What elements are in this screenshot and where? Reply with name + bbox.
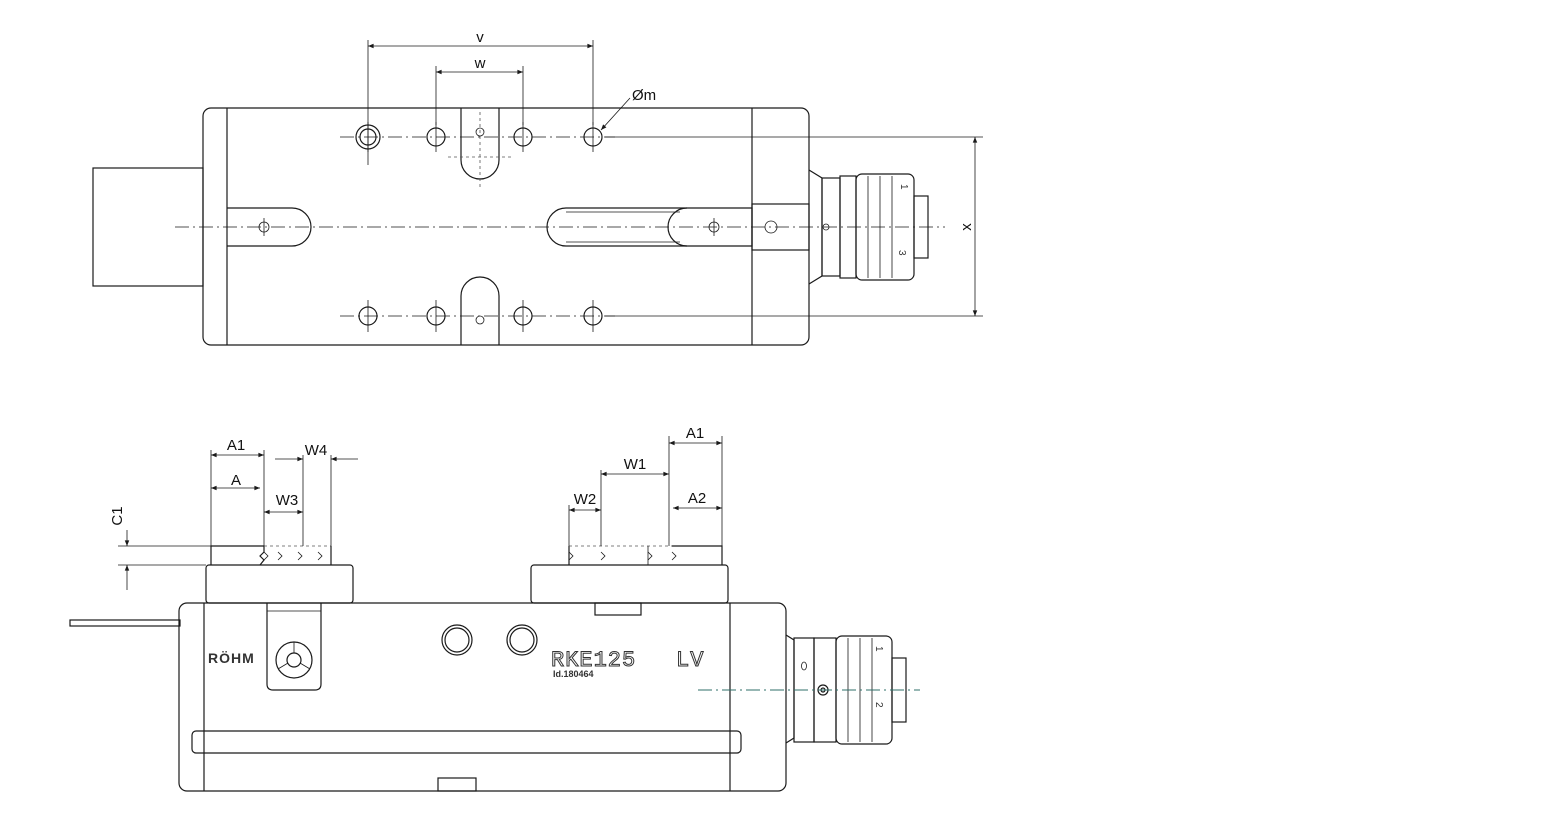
bottom-slot	[460, 276, 500, 345]
top-body	[202, 107, 810, 346]
dimension-w4: W4	[275, 442, 358, 546]
dimension-w2: W2	[568, 491, 601, 546]
dimension-x: x	[605, 136, 983, 317]
dimension-w3: W3	[263, 492, 304, 515]
dim-label-a2: A2	[688, 490, 706, 507]
left-jaw-base	[205, 564, 354, 604]
left-slot	[227, 207, 312, 247]
brand-logo-text: RÖHM	[208, 650, 255, 666]
dimension-a: A	[211, 472, 260, 491]
left-jaw	[210, 545, 332, 566]
dim-label-w3: W3	[276, 492, 299, 509]
side-groove	[191, 730, 742, 754]
dim-label-w1: W1	[624, 456, 647, 473]
side-view: RÖHM RKE125 LV Id.180464 A1	[69, 425, 920, 792]
model-suffix: LV	[676, 648, 704, 673]
dimension-w1: W1	[600, 456, 669, 546]
dimension-a1-left: A1	[210, 437, 265, 546]
model-name: RKE125	[551, 648, 636, 673]
scale-number: 1	[898, 184, 909, 190]
scale-number: 1	[873, 646, 884, 652]
dim-label-a1-right: A1	[686, 425, 704, 442]
scale-number: 3	[896, 250, 907, 256]
dim-label-c1: C1	[109, 506, 126, 525]
dim-label-w4: W4	[305, 442, 328, 459]
body-button-1	[441, 624, 473, 656]
crank-top: 1 3	[808, 169, 929, 285]
id-label: Id.180464	[553, 669, 594, 679]
dimension-c1: C1	[109, 506, 211, 590]
body-button-2	[506, 624, 538, 656]
side-body	[178, 602, 787, 792]
dimension-a2: A2	[673, 490, 722, 511]
top-holes-row	[340, 122, 615, 152]
dimension-a1-right: A1	[668, 425, 723, 546]
crank-side: 1 2	[698, 634, 920, 745]
dim-label-x: x	[958, 223, 975, 231]
bottom-holes-row	[340, 300, 615, 332]
dim-label-om: Øm	[632, 87, 656, 104]
top-view: 1 3 v w Øm x	[92, 29, 983, 346]
dimension-om: Øm	[600, 87, 656, 131]
lever-plate	[266, 603, 322, 691]
right-jaw	[568, 545, 723, 565]
right-jaw-base	[530, 564, 729, 604]
dimension-v: v	[367, 29, 594, 165]
dim-label-a: A	[231, 472, 241, 489]
dim-label-w2: W2	[574, 491, 597, 508]
side-rod	[69, 619, 181, 627]
scale-number: 2	[873, 702, 884, 708]
dim-label-w: w	[474, 55, 486, 72]
dim-label-a1: A1	[227, 437, 245, 454]
dimension-w: w	[435, 55, 524, 125]
dim-label-v: v	[476, 29, 484, 46]
